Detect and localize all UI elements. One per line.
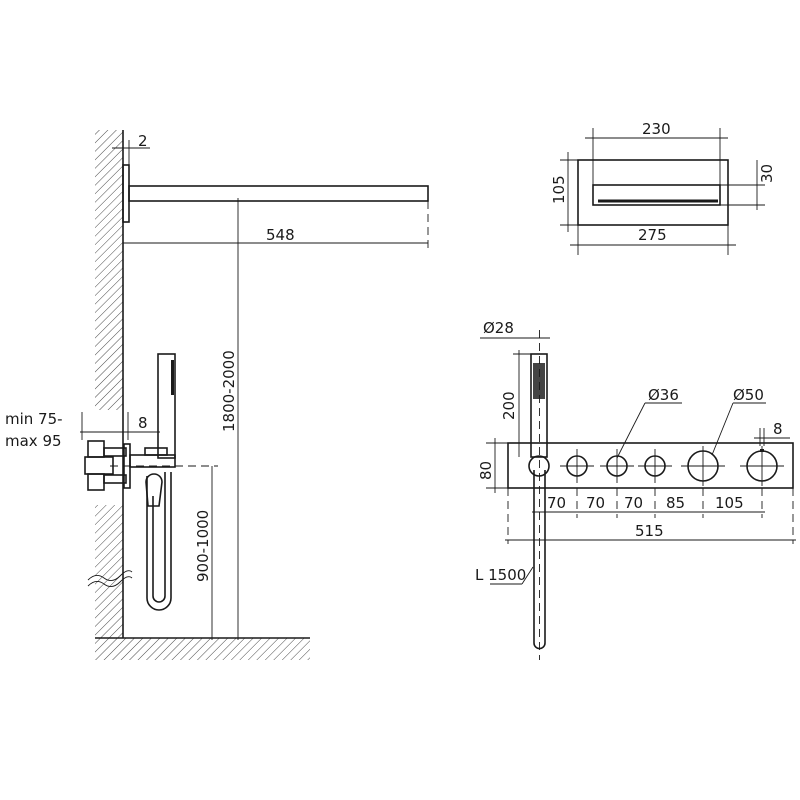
mixer-valve [84,440,176,491]
dim-depth-min: min 75- [5,410,63,428]
dim-handshower-length: 200 [500,391,518,420]
dim-spacing-2: 70 [586,494,605,512]
shower-head-top [577,159,729,226]
dim-head-height: 1800-2000 [220,350,238,432]
dim-depth-max: max 95 [5,432,62,450]
break-line [87,570,133,581]
dim-panel-height: 80 [477,461,495,480]
dim-panel-width: 515 [635,522,664,540]
wall-hatch-upper [95,130,123,410]
control-panel [507,442,794,489]
floor-hatch [95,638,310,660]
dim-depth: 105 [550,175,568,204]
dim-handshower-diameter: Ø28 [483,319,514,337]
dim-knob-offset: 8 [773,420,783,438]
dim-plate-thickness: 8 [138,414,148,432]
side-view: 2 548 1800-2000 900-1000 min 75- max 95 … [5,130,429,660]
dim-small-knob: Ø36 [648,386,679,404]
dim-slot: 30 [758,164,776,183]
wall-hatch-lower [95,505,123,638]
hose-side [146,472,172,611]
hand-shower-front [530,353,548,458]
dim-spacing-4: 85 [666,494,685,512]
water-slot [592,184,721,206]
dim-arm-length: 548 [266,226,295,244]
dim-spacing-5: 105 [715,494,744,512]
knobs [560,446,784,486]
hand-shower-side [157,353,176,459]
top-view: 230 275 105 30 [550,120,776,255]
wall-plate [122,164,130,223]
dim-valve-height: 900-1000 [194,510,212,582]
shower-arm [128,185,429,202]
dim-outer-width: 275 [638,226,667,244]
dim-wall-offset: 2 [138,132,148,150]
front-view: Ø28 200 80 Ø36 Ø50 8 70 70 70 85 105 515… [475,319,796,660]
dim-hose-length: L 1500 [475,566,526,584]
dim-inner-width: 230 [642,120,671,138]
dim-spacing-1: 70 [547,494,566,512]
dim-large-knob: Ø50 [733,386,764,404]
dim-spacing-3: 70 [624,494,643,512]
